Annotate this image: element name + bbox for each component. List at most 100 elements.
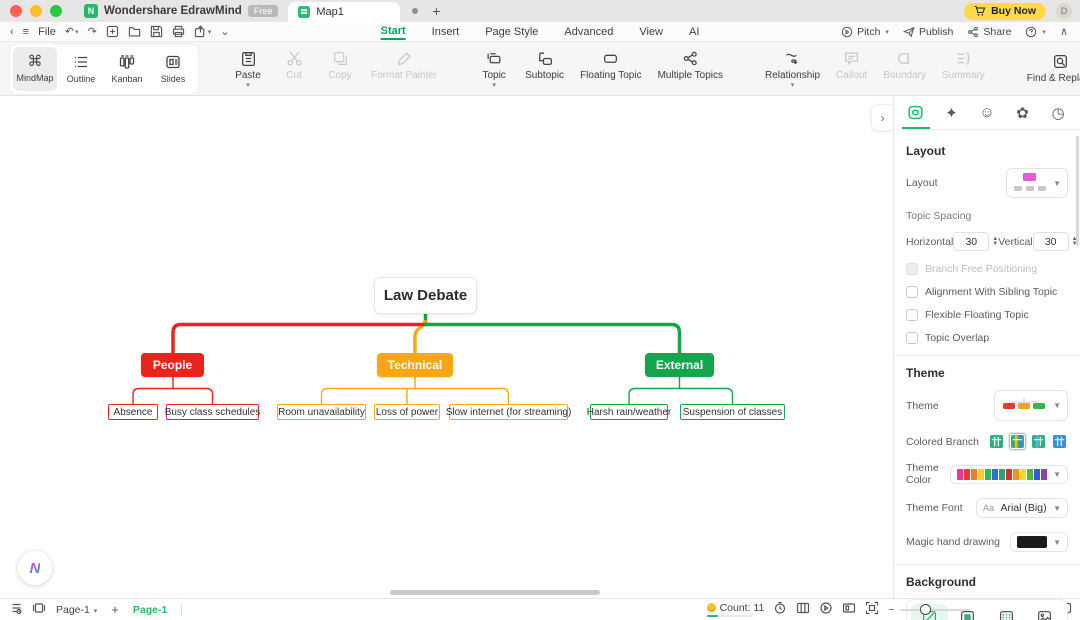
open-folder-icon[interactable] xyxy=(128,25,141,38)
view-mode-switcher: ⌘ MindMap Outline Kanban Slides xyxy=(10,44,198,94)
outline-panel-icon[interactable] xyxy=(8,601,22,618)
multiple-topics-button[interactable]: Multiple Topics xyxy=(651,46,730,85)
layout-dropdown[interactable]: ▼ xyxy=(1006,168,1068,198)
panel-scrollbar[interactable] xyxy=(1076,136,1079,246)
app-tab[interactable]: N Wondershare EdrawMind Free xyxy=(74,0,288,22)
save-icon[interactable] xyxy=(150,25,163,38)
topic-count: Count: 11 xyxy=(707,602,765,618)
ai-assistant-button[interactable]: N xyxy=(18,551,52,585)
topic-overlap-checkbox[interactable]: Topic Overlap xyxy=(906,332,1068,344)
file-menu[interactable]: File xyxy=(38,26,56,38)
collapse-ribbon-button[interactable]: ∧ xyxy=(1060,25,1068,38)
theme-section-title: Theme xyxy=(906,366,1068,380)
mindmap-canvas[interactable]: Law Debate People Technical External Abs… xyxy=(0,96,893,598)
timer-icon[interactable] xyxy=(773,601,787,618)
flower-icon: ✿ xyxy=(1016,104,1029,122)
alignment-sibling-checkbox[interactable]: Alignment With Sibling Topic xyxy=(906,286,1068,298)
slideshow-icon[interactable] xyxy=(842,601,856,618)
close-window-button[interactable] xyxy=(10,5,22,17)
minimize-window-button[interactable] xyxy=(30,5,42,17)
mode-mindmap[interactable]: ⌘ MindMap xyxy=(13,47,57,91)
new-tab-button[interactable]: + xyxy=(432,3,440,19)
subtopic-busy-class-schedules[interactable]: Busy class schedules xyxy=(166,404,259,420)
mode-kanban[interactable]: Kanban xyxy=(105,47,149,91)
panel-tab-sticker[interactable]: ☺ xyxy=(972,96,1002,129)
font-aa-icon: Aa xyxy=(983,503,994,513)
pitch-button[interactable]: Pitch▾ xyxy=(841,26,889,38)
theme-dropdown[interactable]: ▼ xyxy=(994,390,1068,421)
flexible-floating-checkbox[interactable]: Flexible Floating Topic xyxy=(906,309,1068,321)
colored-branch-option-1[interactable] xyxy=(988,433,1005,450)
paste-button[interactable]: Paste▾ xyxy=(226,46,270,92)
horizontal-spacing-stepper[interactable]: 30 ▲▼ xyxy=(953,232,998,251)
copy-icon xyxy=(332,50,349,67)
coin-icon xyxy=(707,603,716,612)
root-topic[interactable]: Law Debate xyxy=(374,277,477,314)
page-selector[interactable]: Page-1 ▾ xyxy=(56,604,97,616)
fit-window-icon[interactable] xyxy=(865,601,879,618)
menu-ai[interactable]: AI xyxy=(689,26,699,38)
horizontal-scrollbar[interactable] xyxy=(390,590,600,595)
theme-color-dropdown[interactable]: ▼ xyxy=(950,465,1068,484)
main-menu-button[interactable]: ≡ xyxy=(23,26,29,38)
colored-branch-option-4[interactable] xyxy=(1051,433,1068,450)
theme-thumbnail-icon xyxy=(1001,394,1047,417)
topic-button[interactable]: Topic▾ xyxy=(472,46,516,92)
menu-advanced[interactable]: Advanced xyxy=(564,26,613,38)
panel-tab-theme[interactable]: ✿ xyxy=(1008,96,1038,129)
subtopic-harsh-rain-weather[interactable]: Harsh rain/weather xyxy=(590,404,668,420)
mode-slides[interactable]: Slides xyxy=(151,47,195,91)
publish-button[interactable]: Publish xyxy=(903,26,953,38)
vertical-spacing-stepper[interactable]: 30 ▲▼ xyxy=(1033,232,1078,251)
window-controls[interactable] xyxy=(0,5,74,17)
zoom-window-button[interactable] xyxy=(50,5,62,17)
print-icon[interactable] xyxy=(172,25,185,38)
toolbar-customize-icon[interactable]: ⌄ xyxy=(220,25,229,38)
buy-now-button[interactable]: Buy Now xyxy=(964,3,1046,20)
subtopic-button[interactable]: Subtopic xyxy=(518,46,571,85)
panel-tab-history[interactable]: ◷ xyxy=(1043,96,1073,129)
undo-button[interactable]: ↶▾ xyxy=(65,25,79,38)
presentation-play-icon[interactable] xyxy=(819,601,833,618)
menu-view[interactable]: View xyxy=(639,26,663,38)
mode-outline[interactable]: Outline xyxy=(59,47,103,91)
share-button[interactable]: Share xyxy=(967,26,1011,38)
background-color-option[interactable]: Color xyxy=(950,604,987,620)
panel-tab-style[interactable] xyxy=(901,96,931,129)
branch-technical[interactable]: Technical xyxy=(377,353,453,377)
redo-button[interactable]: ↷ xyxy=(88,25,97,38)
colored-branch-option-3[interactable] xyxy=(1030,433,1047,450)
collapse-panel-handle[interactable]: › xyxy=(871,104,893,131)
panel-tab-ai[interactable]: ✦ xyxy=(936,96,966,129)
document-tab[interactable]: Map1 xyxy=(288,2,400,22)
pages-panel-icon[interactable] xyxy=(32,601,46,618)
relationship-button[interactable]: Relationship▾ xyxy=(758,46,827,92)
subtopic-slow-internet[interactable]: Slow internet (for streaming) xyxy=(449,404,568,420)
menu-start[interactable]: Start xyxy=(381,25,406,40)
colored-branch-option-2[interactable] xyxy=(1009,433,1026,450)
menu-insert[interactable]: Insert xyxy=(432,26,460,38)
help-button[interactable]: ▾ xyxy=(1025,26,1046,38)
branch-people[interactable]: People xyxy=(141,353,204,377)
share-export-icon[interactable]: ▾ xyxy=(194,25,212,38)
find-replace-button[interactable]: Find & Replace xyxy=(1020,49,1080,88)
subtopic-suspension-of-classes[interactable]: Suspension of classes xyxy=(680,404,785,420)
menu-page-style[interactable]: Page Style xyxy=(485,26,538,38)
share-nodes-icon xyxy=(967,26,979,38)
subtopic-absence[interactable]: Absence xyxy=(108,404,158,420)
subtopic-loss-of-power[interactable]: Loss of power xyxy=(374,404,440,420)
account-avatar[interactable]: D xyxy=(1056,3,1072,19)
add-page-button[interactable]: + xyxy=(111,602,119,617)
columns-view-icon[interactable] xyxy=(796,601,810,618)
back-button[interactable]: ‹ xyxy=(10,26,14,38)
background-texture-option[interactable]: Texture xyxy=(988,604,1025,620)
background-image-option[interactable]: Image xyxy=(1027,604,1064,620)
chevron-down-icon: ▼ xyxy=(1053,179,1061,188)
magic-hand-drawing-dropdown[interactable]: ▼ xyxy=(1010,532,1068,552)
floating-topic-button[interactable]: Floating Topic xyxy=(573,46,649,85)
subtopic-room-unavailability[interactable]: Room unavailability xyxy=(277,404,366,420)
branch-external[interactable]: External xyxy=(645,353,714,377)
page-tab-active[interactable]: Page-1 xyxy=(133,604,167,616)
theme-font-dropdown[interactable]: Aa Arial (Big) ▼ xyxy=(976,498,1068,518)
new-document-icon[interactable] xyxy=(106,25,119,38)
